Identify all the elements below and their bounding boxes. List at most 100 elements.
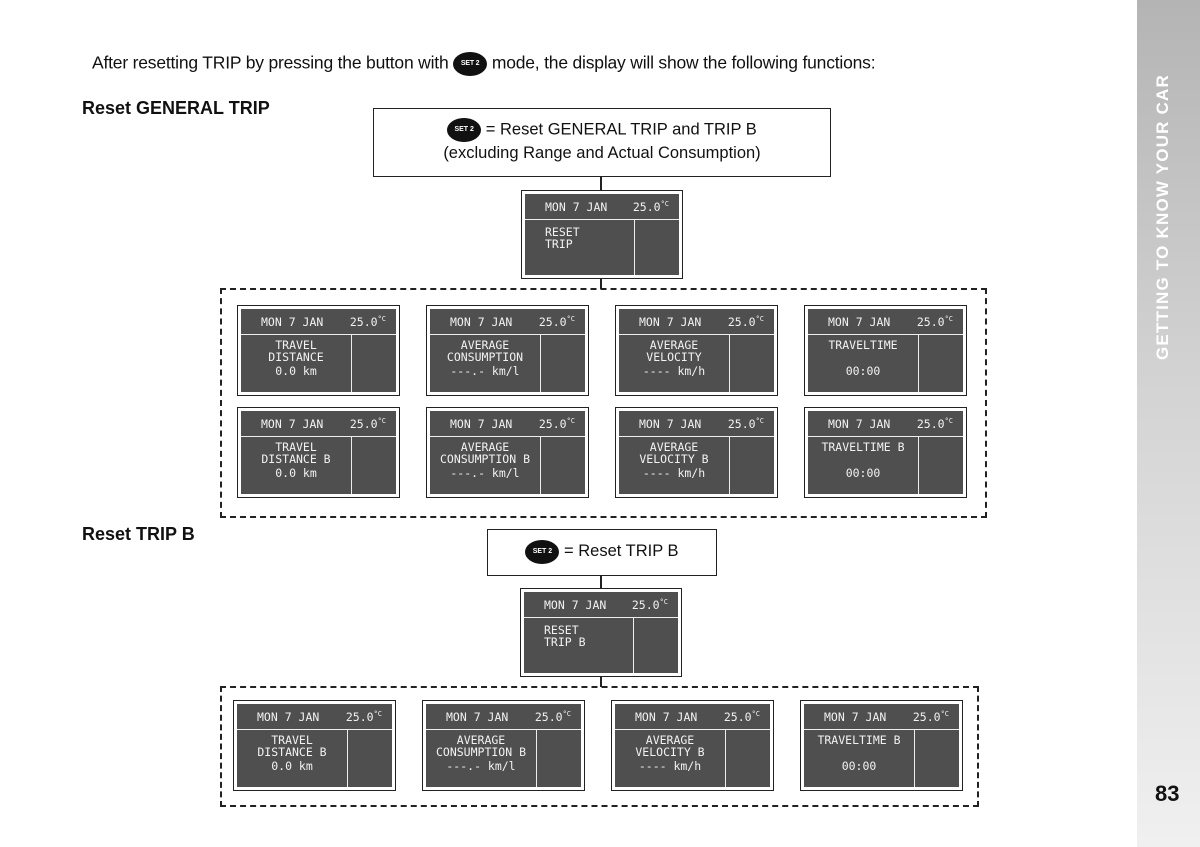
display-temp: 25.0°C (916, 315, 953, 329)
display-value: 0.0 km (275, 466, 317, 480)
display-label-2: VELOCITY B (639, 452, 709, 466)
display-date: MON 7 JAN (545, 200, 608, 214)
display-label-2: CONSUMPTION B (435, 745, 526, 759)
display-value: 00:00 (845, 466, 881, 480)
display-date: MON 7 JAN (450, 315, 513, 329)
set2-button-icon: SET 2 (525, 539, 560, 564)
display-date: MON 7 JAN (261, 417, 324, 431)
display-label-2 (808, 453, 918, 465)
display-line2: TRIP (545, 237, 573, 251)
display-value: ---- km/h (638, 759, 702, 773)
display-label-1: TRAVELTIME B (817, 733, 901, 747)
display-value: ---.- km/l (450, 364, 520, 378)
display-line2: TRIP B (544, 635, 586, 649)
display-label-1: AVERAGE (645, 733, 695, 747)
display-label-2: VELOCITY (646, 350, 702, 364)
display-date: MON 7 JAN (828, 417, 891, 431)
heading-reset-trip-b: Reset TRIP B (82, 524, 195, 544)
chapter-sidebar: GETTING TO KNOW YOUR CAR (1137, 0, 1200, 847)
display-value: ---- km/h (642, 364, 706, 378)
trip-display: MON 7 JAN 25.0°C TRAVELTIME 00:00 (804, 305, 967, 396)
display-label-2: DISTANCE B (257, 745, 327, 759)
display-line1: RESET (544, 623, 579, 637)
display-label-2: CONSUMPTION B (439, 452, 530, 466)
intro-after: mode, the display will show the followin… (491, 52, 876, 73)
display-label-1: TRAVELTIME (828, 338, 898, 352)
display-date: MON 7 JAN (639, 315, 702, 329)
page-number: 83 (1155, 781, 1180, 806)
display-date: MON 7 JAN (639, 417, 702, 431)
display-date: MON 7 JAN (828, 315, 891, 329)
display-label-2: DISTANCE (268, 350, 324, 364)
callout-tripb-line1: = Reset TRIP B (564, 542, 679, 560)
connector-line (600, 575, 602, 588)
display-temp: 25.0°C (912, 710, 949, 724)
heading-reset-general-trip: Reset GENERAL TRIP (82, 98, 270, 118)
display-value: 0.0 km (271, 759, 313, 773)
display-temp: 25.0°C (632, 200, 669, 214)
display-label-1: TRAVEL (271, 733, 313, 747)
display-date: MON 7 JAN (261, 315, 324, 329)
set2-button-icon: SET 2 (453, 52, 488, 76)
intro-before: After resetting TRIP by pressing the but… (92, 52, 449, 73)
display-temp: 25.0°C (727, 417, 764, 431)
display-label-1: AVERAGE (649, 338, 699, 352)
intro-text: After resetting TRIP by pressing the but… (92, 52, 876, 76)
display-value: 00:00 (845, 364, 881, 378)
set2-button-icon: SET 2 (447, 118, 482, 142)
display-label-1: AVERAGE (460, 338, 510, 352)
connector-line (600, 176, 602, 190)
display-label-1: AVERAGE (456, 733, 506, 747)
display-temp: 25.0°C (349, 417, 386, 431)
display-temp: 25.0°C (534, 710, 571, 724)
display-temp: 25.0°C (916, 417, 953, 431)
display-temp: 25.0°C (538, 315, 575, 329)
display-date: MON 7 JAN (635, 710, 698, 724)
display-label-2: VELOCITY B (635, 745, 705, 759)
trip-display: MON 7 JAN 25.0°C TRAVELTIME B 00:00 (804, 407, 967, 498)
display-label-2: DISTANCE B (261, 452, 331, 466)
display-temp: 25.0°C (723, 710, 760, 724)
display-date: MON 7 JAN (544, 598, 607, 612)
trip-display: MON 7 JAN 25.0°C TRAVELTIME B 00:00 (800, 700, 963, 791)
display-temp: 25.0°C (631, 598, 668, 612)
display-temp: 25.0°C (538, 417, 575, 431)
display-label-2 (804, 746, 914, 758)
display-temp: 25.0°C (345, 710, 382, 724)
display-value: ---.- km/l (450, 466, 520, 480)
display-temp: 25.0°C (349, 315, 386, 329)
display-label-2 (808, 351, 918, 363)
display-date: MON 7 JAN (446, 710, 509, 724)
display-line1: RESET (545, 225, 580, 239)
display-value: ---- km/h (642, 466, 706, 480)
display-date: MON 7 JAN (257, 710, 320, 724)
callout-tripb: SET 2 = Reset TRIP B (487, 529, 717, 576)
callout-general-line1: = Reset GENERAL TRIP and TRIP B (485, 120, 757, 139)
general-trip-display-group (220, 288, 987, 518)
display-value: 0.0 km (275, 364, 317, 378)
display-label-1: AVERAGE (460, 440, 510, 454)
display-date: MON 7 JAN (824, 710, 887, 724)
chapter-title: GETTING TO KNOW YOUR CAR (1153, 73, 1172, 360)
display-value: 00:00 (841, 759, 877, 773)
display-label-1: TRAVELTIME B (821, 440, 905, 454)
display-value: ---.- km/l (446, 759, 516, 773)
connector-line (600, 279, 602, 289)
display-temp: 25.0°C (727, 315, 764, 329)
display-date: MON 7 JAN (450, 417, 513, 431)
display-label-1: TRAVEL (275, 440, 317, 454)
connector-line (600, 677, 602, 687)
callout-general: SET 2 = Reset GENERAL TRIP and TRIP B (e… (373, 108, 831, 177)
display-label-1: TRAVEL (275, 338, 317, 352)
